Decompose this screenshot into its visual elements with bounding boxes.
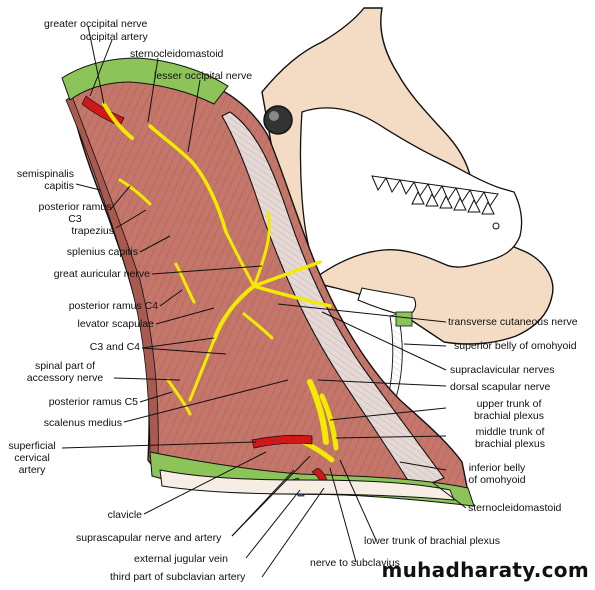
label-posterior-ramus-c5: posterior ramus C5 <box>48 396 138 408</box>
label-levator-scapulae: levator scapulae <box>77 318 154 330</box>
label-clavicle: clavicle <box>107 509 142 521</box>
label-third-part-subclavian: third part of subclavian artery <box>110 571 246 583</box>
subclavian-artery-vessel <box>251 434 313 449</box>
label-c3-and-c4: C3 and C4 <box>89 341 140 353</box>
label-greater-occipital-nerve: greater occipital nerve <box>44 18 148 30</box>
upper-teeth <box>371 175 499 208</box>
label-nerve-to-subclavius: nerve to subclavius <box>310 557 400 569</box>
ear-canal-highlight <box>269 111 279 121</box>
label-occipital-artery: occipital artery <box>80 31 148 43</box>
clavicle-bone <box>159 469 455 501</box>
label-semispinalis-capitis: semispinalis capitis <box>16 168 74 192</box>
label-posterior-ramus-c3: posterior ramus C3 <box>38 201 112 225</box>
label-superior-belly-omohyoid: superior belly of omohyoid <box>454 340 577 352</box>
label-posterior-ramus-c4: posterior ramus C4 <box>68 300 158 312</box>
label-dorsal-scapular-nerve: dorsal scapular nerve <box>450 381 551 393</box>
label-inferior-belly-omohyoid: inferior belly of omohyoid <box>468 462 526 486</box>
watermark: muhadharaty.com <box>381 558 589 582</box>
lower-teeth <box>411 190 495 215</box>
label-superficial-cervical-artery: superficial cervical artery <box>8 440 56 476</box>
skin-margin-top <box>61 57 229 105</box>
scm-fibers <box>222 112 444 490</box>
omohyoid-superior <box>387 313 403 399</box>
label-supraclavicular-nerves: supraclavicular nerves <box>450 364 555 376</box>
label-spinal-part-accessory: spinal part of accessory nerve <box>26 360 104 384</box>
label-transverse-cutaneous-nerve: transverse cutaneous nerve <box>448 316 578 328</box>
mental-foramen <box>492 222 500 230</box>
label-splenius-capitis: splenius capitis <box>66 246 138 258</box>
label-lesser-occipital-nerve: lesser occipital nerve <box>154 70 253 82</box>
label-trapezius: trapezius <box>71 225 114 237</box>
omohyoid-attachment <box>395 311 413 327</box>
ear-canal <box>263 105 293 135</box>
label-suprascapular-nerve-artery: suprascapular nerve and artery <box>76 532 222 544</box>
label-upper-trunk: upper trunk of brachial plexus <box>473 398 545 422</box>
hyoid-bone <box>357 287 417 317</box>
label-lower-trunk: lower trunk of brachial plexus <box>364 535 500 547</box>
label-sternocleidomastoid-top: sternocleidomastoid <box>130 48 224 60</box>
label-external-jugular-vein: external jugular vein <box>134 553 228 565</box>
label-middle-trunk: middle trunk of brachial plexus <box>474 426 546 450</box>
label-great-auricular-nerve: great auricular nerve <box>53 268 150 280</box>
label-scalenus-medius: scalenus medius <box>43 417 122 429</box>
label-sternocleidomastoid-bottom: sternocleidomastoid <box>468 502 562 514</box>
leader-lines <box>61 25 467 578</box>
